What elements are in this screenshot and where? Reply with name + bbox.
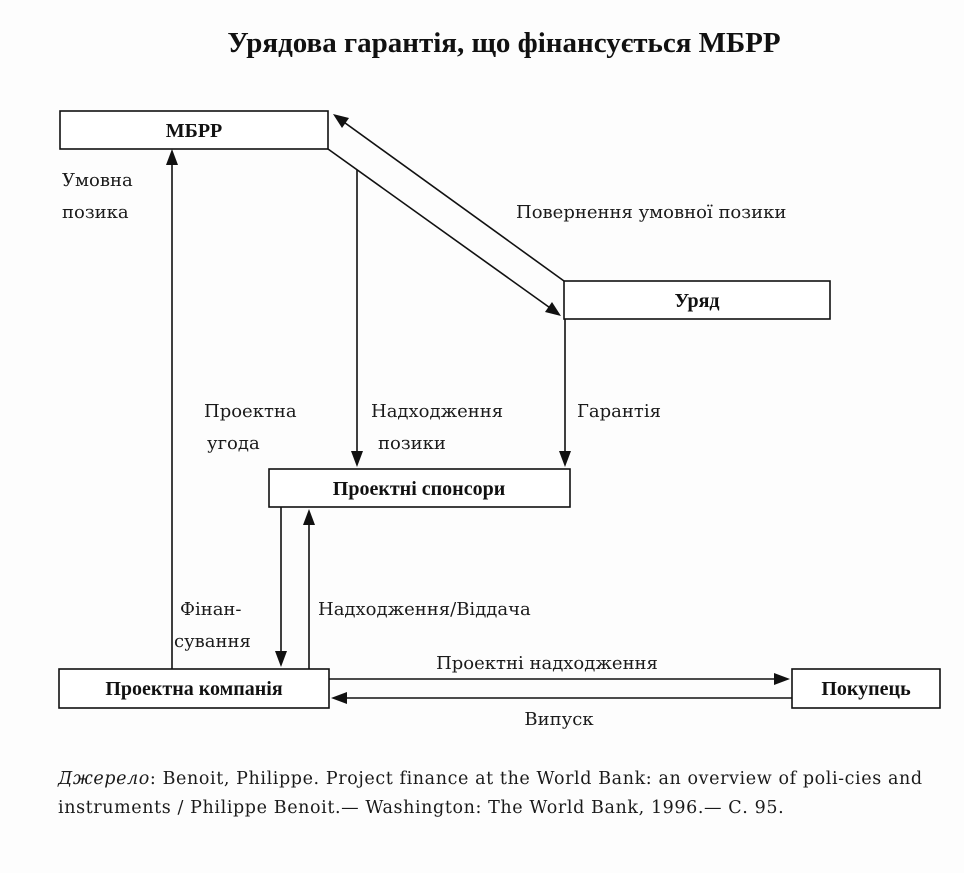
label-guarantee: Гарантія bbox=[577, 401, 661, 422]
arrow-project-revenue bbox=[329, 673, 790, 685]
node-company: Проектна компанія bbox=[58, 668, 330, 709]
node-government: Уряд bbox=[563, 280, 831, 320]
node-buyer-label: Покупець bbox=[821, 678, 911, 700]
label-proceeds-return: Надходження/Віддача bbox=[318, 599, 531, 620]
arrow-ibrd-to-government bbox=[327, 148, 561, 316]
arrow-output bbox=[331, 692, 792, 704]
node-buyer: Покупець bbox=[791, 668, 941, 709]
label-conditional-loan-1: Умовна bbox=[62, 170, 133, 191]
arrow-financing bbox=[275, 507, 287, 667]
label-loan-proceeds-2: позики bbox=[378, 433, 446, 454]
source-label: Джерело bbox=[58, 769, 150, 789]
label-conditional-loan-2: позика bbox=[62, 202, 129, 223]
arrow-loan-proceeds bbox=[351, 170, 363, 467]
label-output: Випуск bbox=[524, 709, 594, 730]
source-text: : Benoit, Philippe. Project finance at t… bbox=[58, 769, 923, 818]
label-loan-proceeds-1: Надходження bbox=[371, 401, 503, 422]
node-sponsors: Проектні спонсори bbox=[268, 468, 571, 508]
node-sponsors-label: Проектні спонсори bbox=[333, 478, 505, 500]
label-project-revenue: Проектні надходження bbox=[436, 653, 658, 674]
label-project-agreement-1: Проектна bbox=[204, 401, 297, 422]
node-government-label: Уряд bbox=[674, 290, 719, 312]
arrow-loan-repayment bbox=[333, 114, 565, 282]
arrow-proceeds-return bbox=[303, 509, 315, 669]
label-project-agreement-2: угода bbox=[207, 433, 260, 454]
arrow-guarantee bbox=[559, 319, 571, 467]
node-ibrd: МБРР bbox=[59, 110, 329, 150]
node-company-label: Проектна компанія bbox=[105, 678, 283, 700]
label-financing-2: сування bbox=[174, 631, 251, 652]
node-ibrd-label: МБРР bbox=[166, 120, 223, 142]
label-loan-repayment: Повернення умовної позики bbox=[516, 202, 786, 223]
source-citation: Джерело: Benoit, Philippe. Project finan… bbox=[58, 765, 948, 823]
diagram-title: Урядова гарантія, що фінансується МБРР bbox=[227, 27, 780, 59]
label-financing-1: Фінан- bbox=[180, 599, 242, 620]
arrow-conditional-loan bbox=[166, 149, 178, 669]
